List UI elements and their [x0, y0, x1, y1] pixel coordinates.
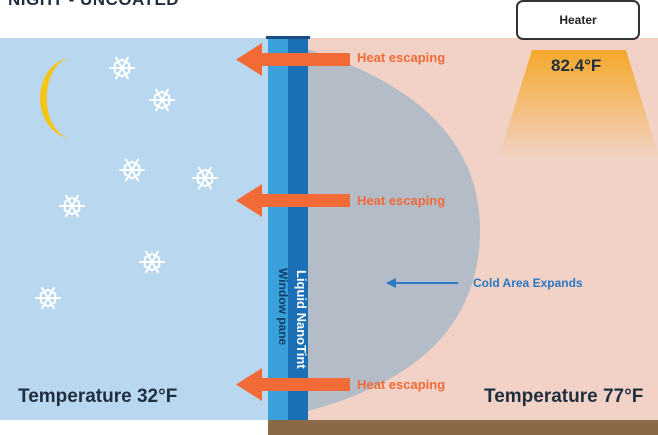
snowflake-icon	[109, 56, 135, 80]
cold-area-arrow	[386, 278, 458, 288]
snowflake-icon	[119, 158, 145, 182]
window-pane-label: Window pane	[276, 268, 290, 346]
window-frame-top	[266, 36, 310, 39]
snowflake-icon	[149, 88, 175, 112]
nanotint-label: Liquid NanoTint	[294, 270, 309, 369]
heat-arrow	[236, 368, 350, 401]
heater-temperature: 82.4°F	[551, 56, 602, 75]
diagram-title: NIGHT - UNCOATED	[8, 0, 179, 10]
cold-zone	[268, 38, 480, 420]
heater-label: Heater	[559, 13, 597, 27]
snowflake-icon	[192, 166, 218, 190]
nanotint-coating	[288, 38, 308, 420]
inside-temperature: Temperature 77°F	[484, 386, 644, 407]
heat-escaping-label: Heat escaping	[357, 193, 446, 208]
outside-temperature: Temperature 32°F	[18, 386, 178, 407]
snowflake-icon	[59, 194, 85, 218]
snowflake-icon	[139, 250, 165, 274]
heat-arrow	[236, 43, 350, 76]
heater: Heater	[516, 0, 640, 40]
heat-escaping-label: Heat escaping	[357, 377, 446, 392]
heater-glow	[498, 50, 658, 160]
crescent-moon-icon	[40, 58, 72, 138]
floor	[268, 420, 658, 435]
heat-escaping-label: Heat escaping	[357, 50, 446, 65]
heat-arrow	[236, 184, 350, 217]
window-pane	[268, 38, 288, 420]
snowflake-icon	[35, 286, 61, 310]
cold-area-label: Cold Area Expands	[473, 276, 583, 290]
